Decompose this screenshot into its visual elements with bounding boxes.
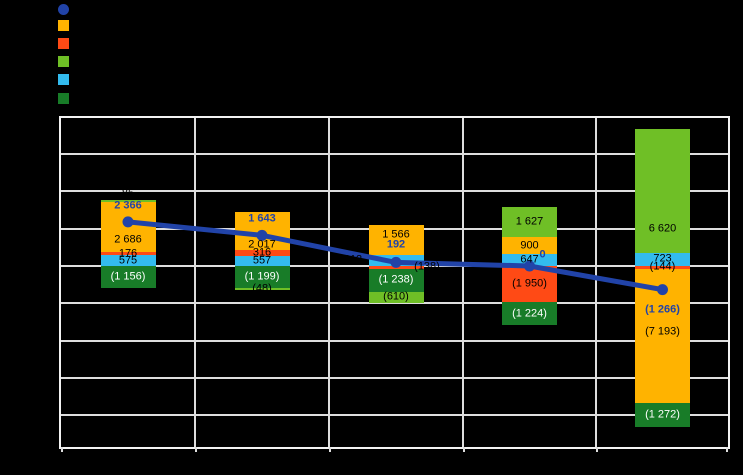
- bar-segment-label: 316: [252, 246, 272, 259]
- bar-segment-label: (1 224): [512, 307, 547, 320]
- bar-segment-label: 6 620: [648, 222, 677, 235]
- x-axis-tick: [195, 447, 197, 452]
- bar-segment-label: 647: [520, 253, 539, 266]
- line-data-label: (1 266): [645, 303, 680, 316]
- bar-segment-label: 900: [520, 239, 539, 252]
- bar-segment-light-green: [100, 200, 156, 202]
- bar-segment-label: 1 627: [515, 215, 544, 228]
- line-data-label: 2 366: [114, 199, 142, 212]
- legend-item-dark-green-series: [58, 92, 77, 104]
- bar-segment-dark-green: [502, 302, 557, 326]
- bar-segment-dark-green: [635, 402, 690, 427]
- bar-segment-orange: [502, 237, 557, 254]
- line-marker: [390, 256, 402, 268]
- bar-segment-dark-green: [234, 266, 290, 289]
- legend-square-marker-icon: [58, 73, 69, 85]
- bar-segment-cyan: [100, 255, 156, 266]
- legend-item-cyan-series: [58, 73, 77, 85]
- line-data-label: 1 643: [248, 212, 276, 225]
- bar-segment-light-green: [368, 291, 424, 304]
- horizontal-gridline: [61, 376, 728, 379]
- bar-segment-light-green: [502, 206, 557, 238]
- bar-segment-label: (1 950): [512, 277, 547, 290]
- line-data-label: 192: [386, 238, 406, 251]
- horizontal-gridline: [61, 414, 728, 417]
- bar-segment-orange: [368, 225, 424, 255]
- vertical-gridline: [462, 118, 464, 447]
- bar-segment-cyan: [635, 252, 690, 266]
- bar-segment-label: 1 566: [382, 228, 410, 241]
- bar-segment-label: 612: [343, 253, 363, 266]
- x-axis-tick: [329, 447, 331, 452]
- bar-segment-label: (48): [252, 282, 272, 295]
- bar-segment-label: 85: [121, 187, 135, 200]
- bar-segment-label: (7 193): [645, 325, 680, 338]
- vertical-gridline: [194, 118, 196, 447]
- legend-item-red-series: [58, 37, 77, 49]
- legend-item-light-green-series: [58, 55, 77, 67]
- bar-segment-red: [635, 266, 690, 269]
- x-axis-tick: [726, 447, 728, 452]
- bar-segment-label: 2 017: [248, 238, 276, 251]
- bar-segment-label: (1 238): [378, 273, 414, 286]
- legend-circle-marker-icon: [58, 4, 69, 15]
- legend-item-line-series: [58, 4, 77, 16]
- bar-segment-label: 575: [118, 254, 138, 267]
- legend-item-orange-series: [58, 19, 77, 31]
- line-marker: [657, 284, 668, 296]
- horizontal-gridline: [61, 153, 728, 156]
- legend-square-marker-icon: [58, 55, 69, 67]
- vertical-gridline: [328, 118, 330, 447]
- line-marker: [256, 229, 268, 241]
- bar-segment-label: (1 272): [645, 408, 680, 421]
- bar-segment-light-green: [635, 129, 690, 253]
- bar-segment-label: 2 686: [114, 233, 142, 246]
- x-axis-tick: [596, 447, 598, 452]
- bar-segment-label: 557: [252, 254, 272, 267]
- vertical-gridline: [595, 118, 597, 447]
- bar-segment-label: 723: [653, 252, 672, 265]
- bar-segment-label: (138): [414, 260, 440, 273]
- bar-segment-label: (1 199): [244, 270, 280, 283]
- bar-segment-dark-green: [368, 268, 424, 292]
- horizontal-gridline: [61, 302, 728, 305]
- x-axis-tick: [61, 447, 63, 452]
- legend-square-marker-icon: [58, 19, 69, 31]
- line-series: [122, 216, 668, 296]
- bar-segment-label: (144): [649, 260, 676, 273]
- legend-square-marker-icon: [58, 37, 69, 49]
- bar-segment-light-green: [234, 288, 290, 290]
- bar-segment-red: [100, 251, 156, 256]
- line-marker: [524, 260, 535, 272]
- legend-square-marker-icon: [58, 92, 69, 104]
- bar-segment-label: (1 156): [110, 270, 146, 283]
- bar-segment-label: 176: [118, 247, 138, 260]
- bar-segment-cyan: [502, 253, 557, 266]
- horizontal-gridline: [61, 339, 728, 342]
- bar-segment-label: (610): [383, 290, 409, 303]
- bar-segment-red: [502, 266, 557, 303]
- bar-segment-cyan: [234, 255, 290, 266]
- bar-segment-red: [234, 249, 290, 256]
- x-axis-tick: [463, 447, 465, 452]
- bar-segment-dark-green: [100, 266, 156, 288]
- line-marker: [122, 216, 134, 228]
- horizontal-gridline: [61, 190, 728, 193]
- line-data-label: 0: [539, 248, 546, 261]
